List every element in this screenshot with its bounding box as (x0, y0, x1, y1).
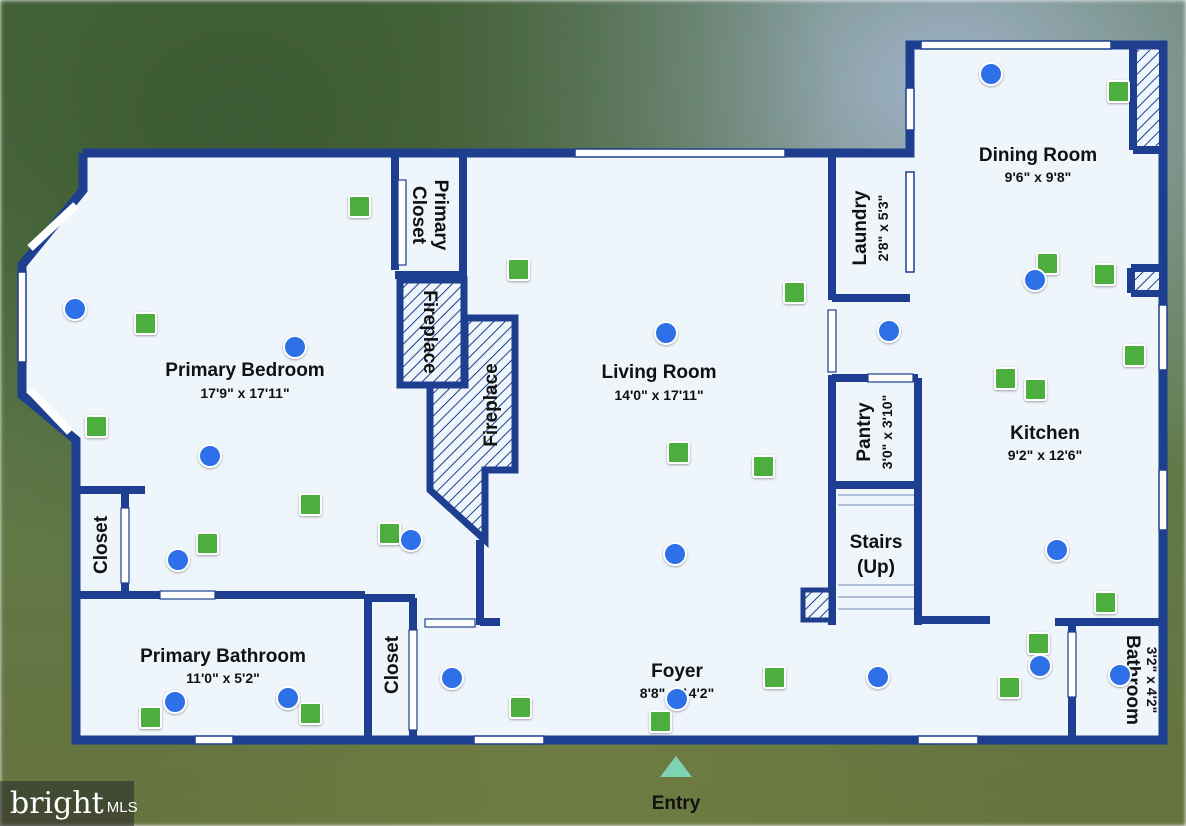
foyer-name: Foyer (651, 661, 703, 682)
camera-marker[interactable] (663, 542, 687, 566)
pantry-name: Pantry (854, 402, 875, 462)
closet-left-name: Closet (91, 515, 112, 574)
camera-marker[interactable] (440, 666, 464, 690)
photo-marker[interactable] (667, 441, 690, 464)
photo-marker[interactable] (348, 195, 371, 218)
pantry-dim: 3'0" x 3'10" (879, 395, 895, 469)
camera-marker[interactable] (866, 665, 890, 689)
fireplace-label-2: Fireplace (481, 363, 502, 446)
entry-label: Entry (652, 793, 701, 814)
closet-bath-name: Closet (382, 635, 403, 694)
primary-bathroom-name: Primary Bathroom (140, 646, 306, 667)
photo-marker[interactable] (763, 666, 786, 689)
camera-marker[interactable] (654, 321, 678, 345)
kitchen-name: Kitchen (1010, 423, 1080, 444)
dining-room-dim: 9'6" x 9'8" (1005, 169, 1072, 185)
photo-marker[interactable] (299, 493, 322, 516)
photo-marker[interactable] (998, 676, 1021, 699)
camera-marker[interactable] (198, 444, 222, 468)
camera-marker[interactable] (283, 335, 307, 359)
camera-marker[interactable] (1108, 663, 1132, 687)
photo-marker[interactable] (299, 702, 322, 725)
hatch-block-dining (1137, 50, 1159, 146)
camera-marker[interactable] (399, 528, 423, 552)
photo-marker[interactable] (509, 696, 532, 719)
camera-markers[interactable] (63, 62, 1132, 714)
photo-marker[interactable] (1107, 80, 1130, 103)
bathroom-dim: 3'2" x 4'2" (1144, 647, 1160, 714)
stairs-label-2: (Up) (857, 557, 895, 578)
primary-bedroom-dim: 17'9" x 17'11" (200, 385, 289, 401)
fireplace-label-1: Fireplace (419, 290, 440, 373)
living-room-dim: 14'0" x 17'11" (614, 387, 703, 403)
photo-marker[interactable] (994, 367, 1017, 390)
bathroom-name: Bathroom (1122, 635, 1143, 725)
camera-marker[interactable] (163, 690, 187, 714)
photo-marker[interactable] (1036, 252, 1059, 275)
hatch-block-stairs (800, 587, 834, 623)
windows (17, 40, 1168, 745)
photo-markers[interactable] (85, 80, 1146, 733)
photo-marker[interactable] (507, 258, 530, 281)
photo-marker[interactable] (85, 415, 108, 438)
photo-marker[interactable] (1027, 632, 1050, 655)
camera-marker[interactable] (166, 548, 190, 572)
camera-marker[interactable] (1023, 268, 1047, 292)
photo-marker[interactable] (1123, 344, 1146, 367)
camera-marker[interactable] (665, 687, 689, 711)
photo-marker[interactable] (134, 312, 157, 335)
camera-marker[interactable] (877, 319, 901, 343)
photo-marker[interactable] (783, 281, 806, 304)
stairs-label-1: Stairs (850, 532, 903, 553)
stair-treads (838, 494, 914, 610)
brand-watermark: bright MLS (0, 781, 138, 826)
laundry-dim: 2'8" x 5'3" (875, 195, 891, 262)
photo-marker[interactable] (1094, 591, 1117, 614)
dining-room-name: Dining Room (979, 145, 1097, 166)
photo-marker[interactable] (752, 455, 775, 478)
photo-marker[interactable] (378, 522, 401, 545)
primary-bedroom-name: Primary Bedroom (165, 360, 324, 381)
brand-name: bright (10, 786, 104, 821)
primary-closet-line1: Primary (430, 180, 451, 251)
camera-marker[interactable] (63, 297, 87, 321)
photo-marker[interactable] (1024, 378, 1047, 401)
camera-marker[interactable] (1045, 538, 1069, 562)
photo-marker[interactable] (139, 706, 162, 729)
kitchen-dim: 9'2" x 12'6" (1008, 447, 1082, 463)
camera-marker[interactable] (979, 62, 1003, 86)
door-openings (120, 179, 1077, 731)
entry-arrow-icon[interactable] (660, 756, 692, 777)
floor-area (22, 45, 1163, 740)
living-room-name: Living Room (601, 362, 716, 383)
photo-marker[interactable] (196, 532, 219, 555)
camera-marker[interactable] (1028, 654, 1052, 678)
hatch-block-kitchen (1135, 272, 1159, 290)
camera-marker[interactable] (276, 686, 300, 710)
laundry-name: Laundry (850, 190, 871, 265)
primary-closet-line2: Closet (408, 186, 429, 245)
brand-suffix: MLS (106, 799, 138, 816)
fireplace-box-2 (426, 314, 519, 548)
photo-marker[interactable] (1093, 263, 1116, 286)
photo-marker[interactable] (649, 710, 672, 733)
primary-bathroom-dim: 11'0" x 5'2" (186, 670, 260, 686)
